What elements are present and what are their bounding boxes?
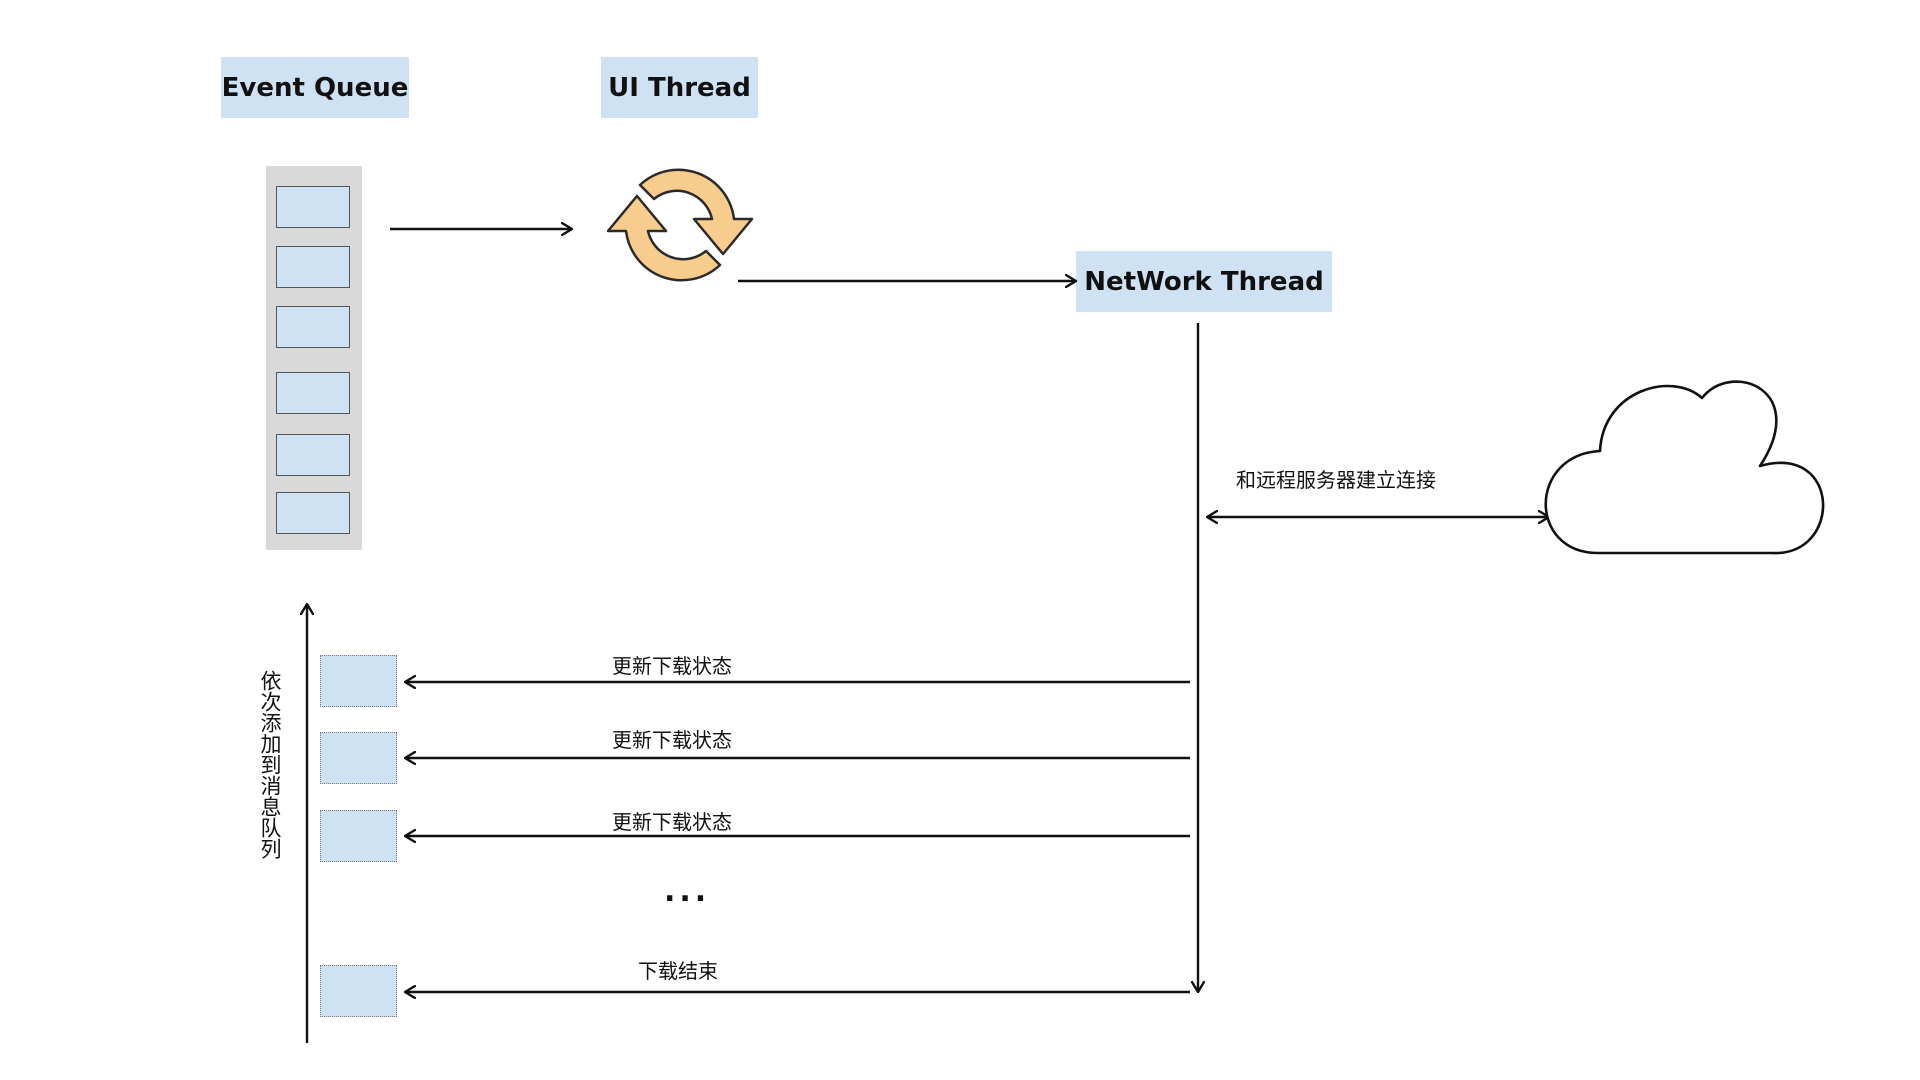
add-to-queue-label: 依次添加到消息队列 xyxy=(258,670,282,859)
message-box xyxy=(320,732,397,784)
refresh-loop-icon xyxy=(606,168,754,282)
queue-slot xyxy=(276,492,350,534)
message-box xyxy=(320,655,397,707)
queue-slot xyxy=(276,372,350,414)
update-label-3: 更新下载状态 xyxy=(612,810,732,834)
network-thread-label: NetWork Thread xyxy=(1076,251,1332,312)
cloud-icon xyxy=(1544,380,1825,555)
message-box xyxy=(320,810,397,862)
download-end-label: 下载结束 xyxy=(638,959,718,983)
queue-slot xyxy=(276,306,350,348)
queue-slot xyxy=(276,434,350,476)
update-label-1: 更新下载状态 xyxy=(612,654,732,678)
connect-label: 和远程服务器建立连接 xyxy=(1236,468,1436,492)
ui-thread-label: UI Thread xyxy=(601,57,758,118)
event-queue-label: Event Queue xyxy=(221,57,409,118)
queue-slot xyxy=(276,186,350,228)
event-queue xyxy=(266,166,362,550)
message-box xyxy=(320,965,397,1017)
update-label-2: 更新下载状态 xyxy=(612,728,732,752)
queue-slot xyxy=(276,246,350,288)
ellipsis: ... xyxy=(664,874,711,909)
